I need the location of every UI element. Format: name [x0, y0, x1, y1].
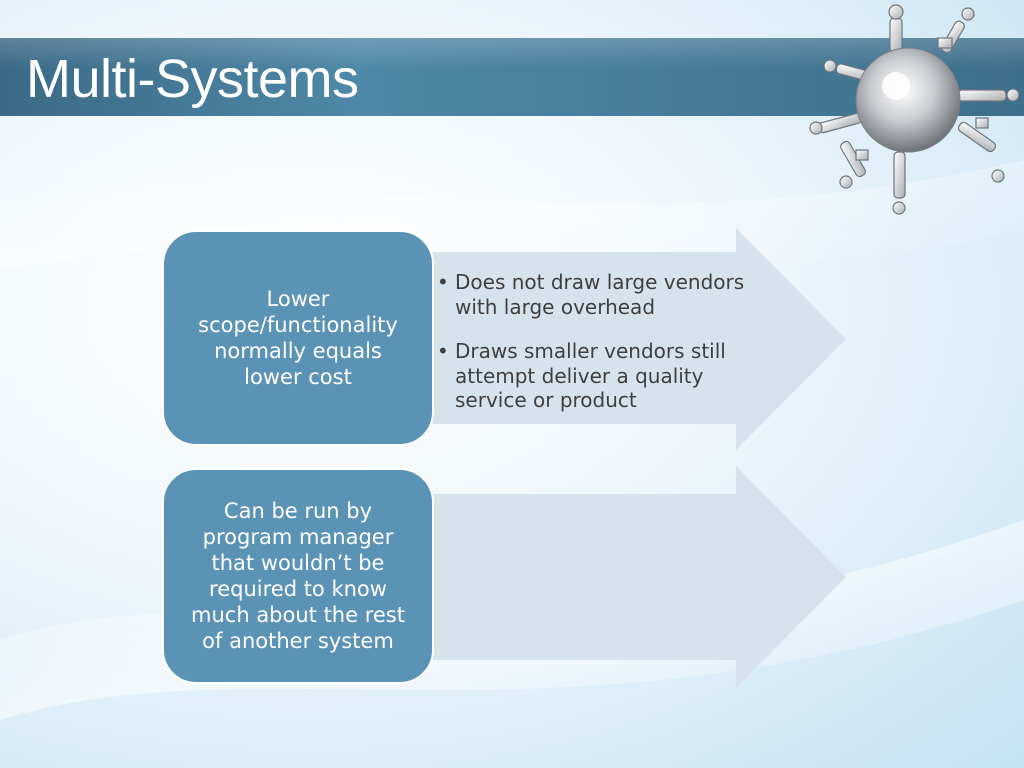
row-2-box-text: Can be run by program manager that would… — [191, 499, 405, 653]
globe-people-icon — [809, 4, 1020, 215]
row-1-bullet-list: •Does not draw large vendors with large … — [437, 270, 777, 433]
bullet-item: •Does not draw large vendors with large … — [437, 270, 777, 319]
bullet-dot-icon: • — [437, 339, 449, 363]
bullet-dot-icon: • — [437, 270, 449, 294]
row-2-arrow — [420, 466, 846, 688]
row-2-box: Can be run by program manager that would… — [162, 468, 434, 684]
bullet-text: Does not draw large vendors with large o… — [455, 270, 745, 319]
bullet-item: •Draws smaller vendors still attempt del… — [437, 339, 777, 413]
row-1-arrow — [420, 228, 846, 450]
row-1-box-text: Lower scope/functionality normally equal… — [198, 287, 398, 389]
bullet-text: Draws smaller vendors still attempt deli… — [455, 339, 726, 412]
row-1-box: Lower scope/functionality normally equal… — [162, 230, 434, 446]
slide-title: Multi-Systems — [26, 49, 359, 109]
